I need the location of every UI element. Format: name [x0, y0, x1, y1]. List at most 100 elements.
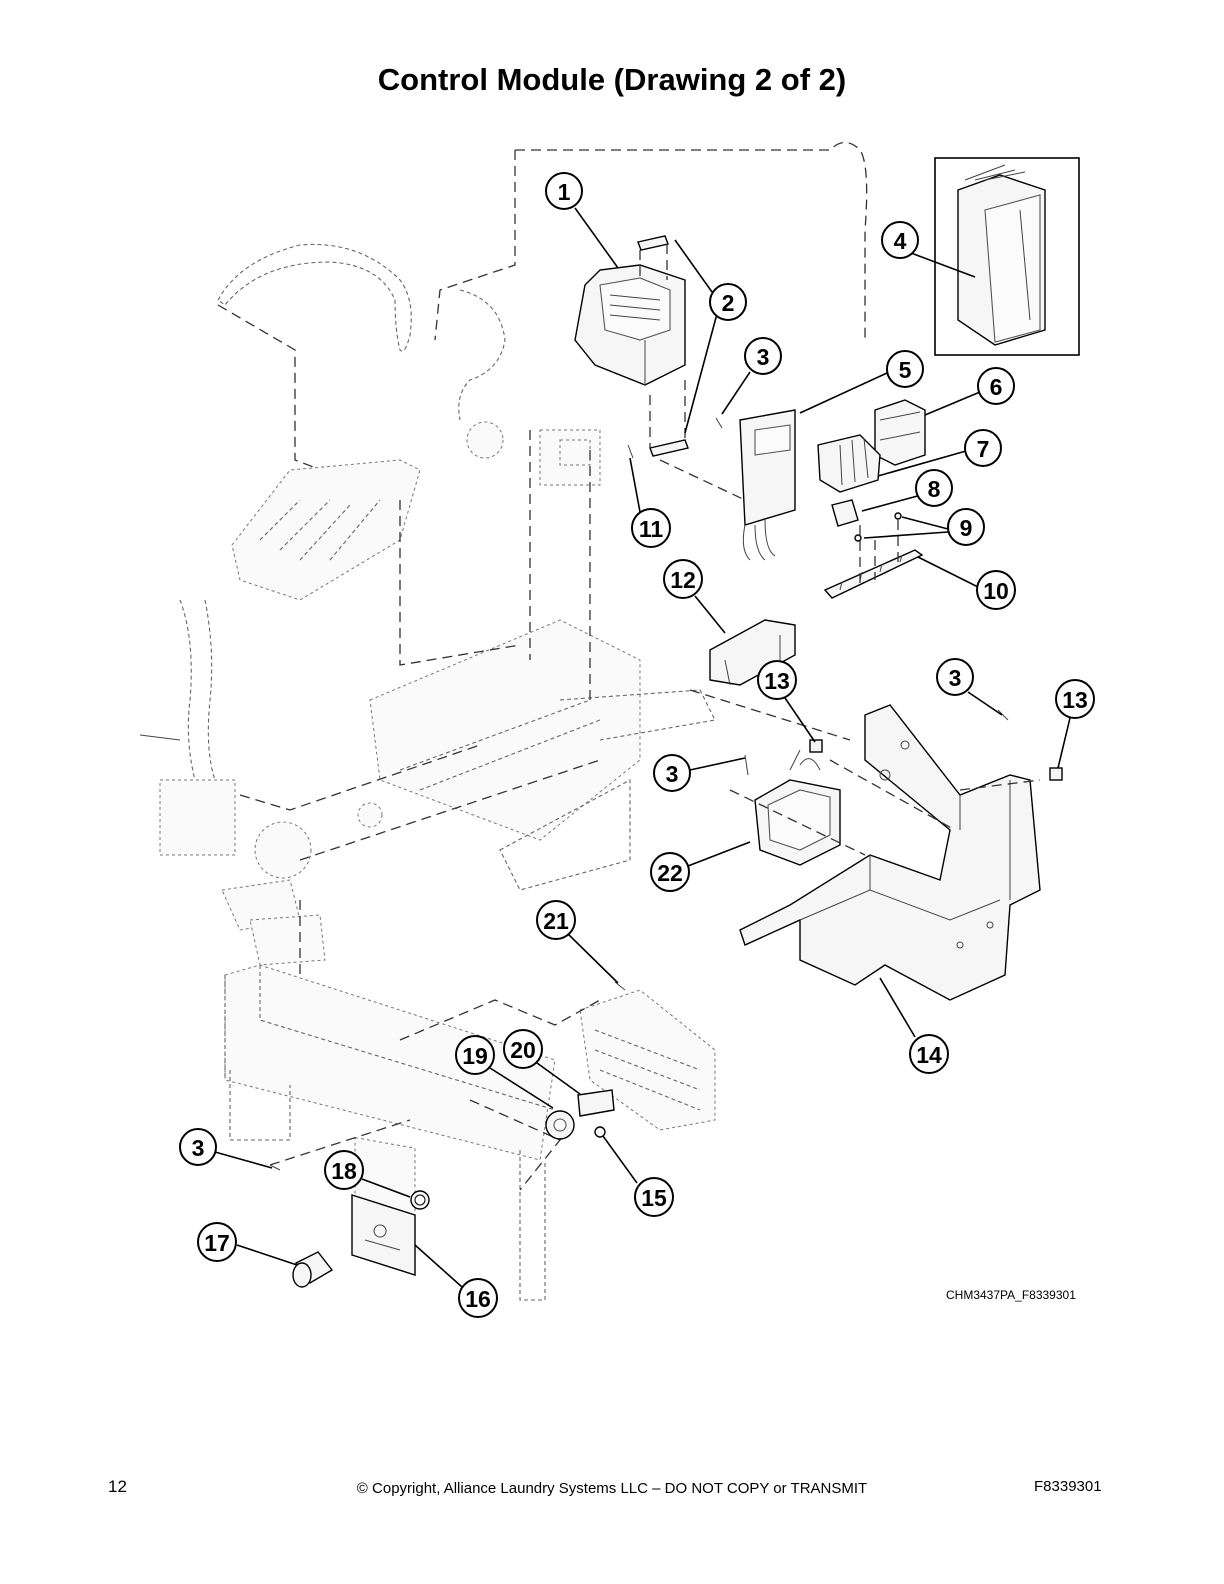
- part-power-module: [574, 264, 686, 386]
- ghost-component: [559, 439, 591, 466]
- callout-label: 12: [670, 567, 696, 593]
- callout-label: 5: [899, 357, 912, 383]
- callout: 10: [976, 570, 1016, 610]
- routing-line: [399, 999, 601, 1041]
- part-chassis-bracket: [689, 689, 1041, 1001]
- harness-route-line: [515, 141, 868, 340]
- keypad-board: [579, 989, 716, 1131]
- control-board: [231, 459, 421, 601]
- board-components: [259, 499, 381, 561]
- callout-label: 13: [1062, 687, 1088, 713]
- ghost-knob: [357, 802, 383, 828]
- screw: [139, 734, 181, 741]
- callout-label: 3: [949, 665, 962, 691]
- wire-harness: [217, 243, 412, 352]
- callout-label: 13: [764, 668, 790, 694]
- part-mount-bracket: [709, 619, 796, 686]
- callout-label: 9: [960, 515, 973, 541]
- callout-label: 16: [465, 1286, 491, 1312]
- callout: 4: [881, 221, 919, 259]
- callout-label: 3: [757, 344, 770, 370]
- part-transformer: [754, 749, 841, 866]
- callout-label: 18: [331, 1158, 357, 1184]
- callout: 18: [324, 1150, 364, 1190]
- callout-label: 15: [641, 1185, 667, 1211]
- callout: 3: [179, 1128, 217, 1166]
- callout: 22: [650, 852, 690, 892]
- callout-label: 11: [639, 516, 664, 542]
- callout: 3: [653, 754, 691, 792]
- callout-label: 14: [916, 1042, 942, 1068]
- panel-legs: [229, 1070, 546, 1301]
- callout-label: 21: [543, 908, 569, 934]
- callout-label: 6: [990, 374, 1003, 400]
- callout-label: 3: [666, 761, 679, 787]
- callout-label: 1: [558, 179, 571, 205]
- ribbon-cable: [179, 599, 216, 781]
- console-bracket: [369, 619, 641, 841]
- callout: 8: [915, 469, 953, 507]
- routing-line: [299, 759, 601, 861]
- callout: 14: [909, 1034, 949, 1074]
- part-screws: [269, 417, 1009, 1171]
- part-bracket-pair: [637, 235, 689, 457]
- part-relay-housing: [659, 409, 796, 561]
- part-clip: [809, 739, 1063, 781]
- callout: 13: [1055, 679, 1095, 719]
- callout-label: 20: [510, 1037, 536, 1063]
- routing-line: [239, 744, 481, 811]
- callout: 15: [634, 1177, 674, 1217]
- callout: 3: [744, 337, 782, 375]
- control-panel-edge: [224, 965, 556, 1111]
- callout-label: 10: [983, 578, 1009, 604]
- callout: 5: [886, 350, 924, 388]
- copyright-notice: © Copyright, Alliance Laundry Systems LL…: [356, 1480, 868, 1497]
- callout: 21: [536, 900, 576, 940]
- part-terminal: [831, 499, 902, 542]
- ghost-assembly: [139, 141, 868, 1301]
- callout: 20: [503, 1029, 543, 1069]
- callout: 9: [947, 508, 985, 546]
- routing-line: [217, 304, 401, 501]
- harness-route-line: [434, 150, 516, 341]
- ghost-motor: [254, 821, 312, 879]
- callout-label: 19: [462, 1043, 488, 1069]
- callout: 17: [197, 1222, 237, 1262]
- callout: 3: [936, 658, 974, 696]
- control-panel: [224, 964, 556, 1161]
- routing-line: [269, 1119, 411, 1166]
- callout-label: 4: [894, 228, 907, 254]
- bracket-arm: [559, 689, 716, 741]
- callout-label: 7: [977, 436, 990, 462]
- console-bracket-detail: [399, 699, 631, 891]
- part-overload-relay: [817, 434, 881, 493]
- wire-harness: [458, 289, 506, 421]
- callout: 11: [631, 508, 671, 548]
- part-front-controls: [292, 1089, 615, 1288]
- ghost-switch: [249, 914, 326, 966]
- callout: 1: [545, 172, 583, 210]
- connector-block: [159, 779, 236, 856]
- callout-label: 17: [204, 1230, 230, 1256]
- part-contactor: [874, 399, 926, 466]
- callout-label: 22: [657, 860, 683, 886]
- routing-line: [469, 1099, 562, 1191]
- callout: 19: [455, 1035, 495, 1075]
- callout-label: 3: [192, 1135, 205, 1161]
- part-din-rail: [823, 520, 924, 599]
- ghost-component: [466, 421, 504, 459]
- callout: 7: [964, 429, 1002, 467]
- callout-label: 2: [722, 290, 735, 316]
- callout: 12: [663, 559, 703, 599]
- callout-label: 8: [928, 476, 941, 502]
- keypad-detail: [594, 1029, 701, 1111]
- drawing-id: CHM3437PA_F8339301: [946, 1288, 1076, 1302]
- callout: 2: [709, 283, 747, 321]
- page-title: Control Module (Drawing 2 of 2): [377, 62, 847, 97]
- page-number: 12: [108, 1477, 127, 1496]
- document-number: F8339301: [1034, 1478, 1102, 1495]
- part-motor-drive-inset: [934, 157, 1080, 356]
- callout: 6: [977, 367, 1015, 405]
- callout: 13: [757, 660, 797, 700]
